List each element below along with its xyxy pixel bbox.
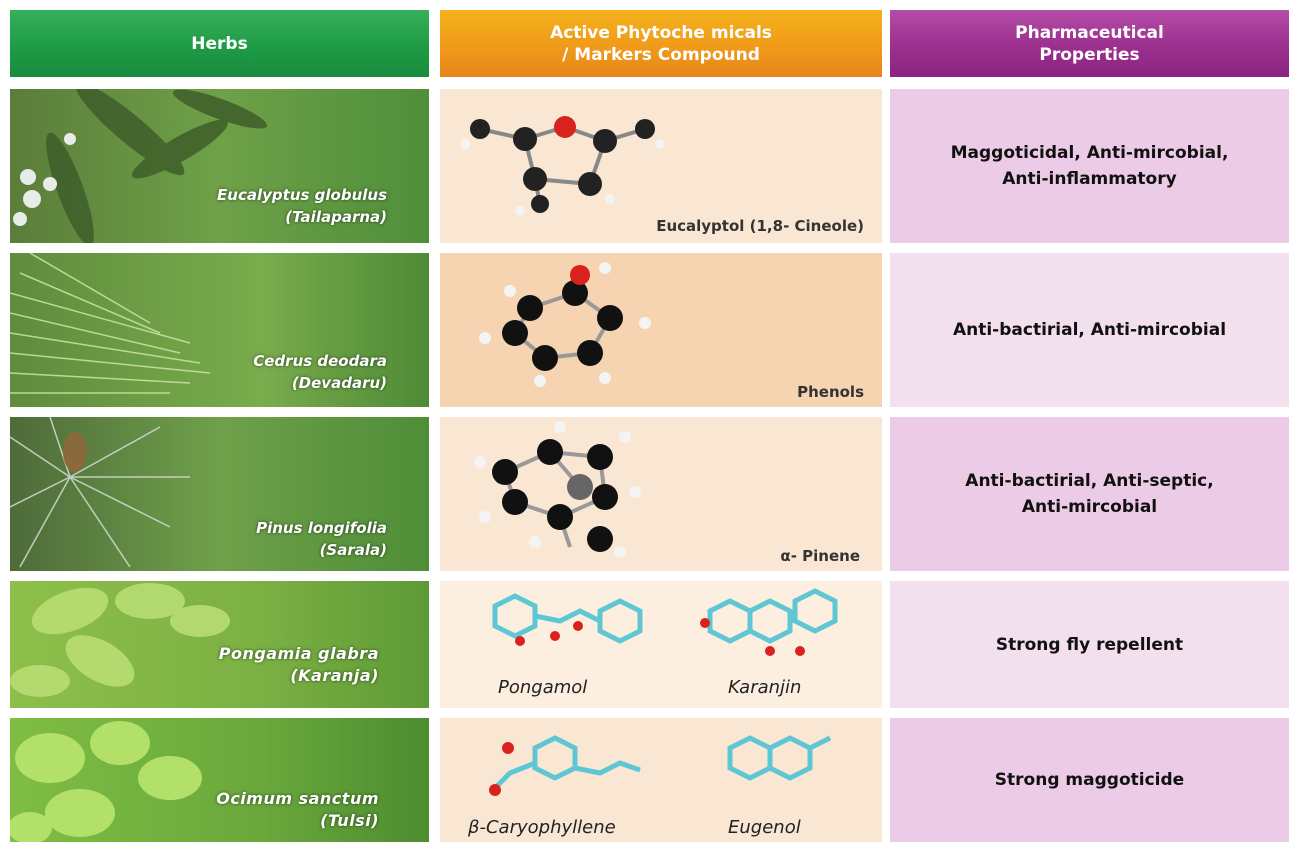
- compound-name-pongamol: Pongamol: [498, 677, 588, 698]
- properties-cell-ocimum: Strong maggoticide: [890, 718, 1289, 842]
- eugenol-molecule-image: [727, 735, 832, 781]
- compound-name: Phenols: [797, 383, 864, 401]
- herb-local-name: (Sarala): [319, 541, 387, 559]
- properties-line2: Anti-inflammatory: [1002, 169, 1177, 189]
- properties-cell-cedrus: Anti-bactirial, Anti-mircobial: [890, 253, 1289, 407]
- compound-cell-cedrus: Phenols: [440, 253, 882, 407]
- pongamol-molecule-image: [492, 593, 643, 646]
- pongamia-leaves-image: [10, 581, 429, 708]
- herb-local-name: (Devadaru): [291, 374, 387, 392]
- ocimum-leaves-image: [10, 718, 429, 842]
- header-herbs-label: Herbs: [191, 33, 248, 54]
- pinene-molecule-image: [474, 421, 641, 558]
- herb-latin-name: Eucalyptus globulus: [217, 186, 387, 204]
- header-compounds: Active Phytoche micals / Markers Compoun…: [440, 10, 882, 77]
- compound-cell-pongamia: Pongamol Karanjin: [440, 581, 882, 708]
- phenol-molecule-image: [479, 262, 651, 387]
- compound-cell-pinus: α- Pinene: [440, 417, 882, 571]
- properties-cell-eucalyptus: Maggoticidal, Anti-mircobial, Anti-infla…: [890, 89, 1289, 243]
- herb-latin-name: Ocimum sanctum: [216, 789, 379, 808]
- header-herbs: Herbs: [10, 10, 429, 77]
- properties-line2: Anti-mircobial: [1021, 497, 1158, 517]
- herb-local-name: (Tulsi): [320, 811, 379, 830]
- herb-local-name: (Tailaparna): [285, 208, 387, 226]
- herb-image-pongamia: Pongamia glabra (Karanja): [10, 581, 429, 708]
- herb-image-eucalyptus: Eucalyptus globulus (Tailaparna): [10, 89, 429, 243]
- herb-image-ocimum: Ocimum sanctum (Tulsi): [10, 718, 429, 842]
- compound-name-eugenol: Eugenol: [728, 817, 801, 838]
- compound-cell-eucalyptus: Eucalyptol (1,8- Cineole): [440, 89, 882, 243]
- header-properties-line1: Pharmaceutical: [1015, 22, 1164, 43]
- properties-cell-pongamia: Strong fly repellent: [890, 581, 1289, 708]
- properties-line1: Strong fly repellent: [995, 634, 1184, 655]
- cedrus-needles-image: [10, 253, 429, 407]
- compound-name-caryophyllene: β-Caryophyllene: [468, 817, 616, 838]
- herb-latin-name: Pinus longifolia: [256, 519, 387, 537]
- header-properties-line2: Properties: [1039, 44, 1140, 65]
- compound-name: α- Pinene: [780, 547, 860, 565]
- properties-cell-pinus: Anti-bactirial, Anti-septic, Anti-mircob…: [890, 417, 1289, 571]
- properties-line1: Strong maggoticide: [994, 770, 1185, 790]
- eucalyptol-molecule-image: [460, 116, 665, 216]
- caryophyllene-molecule-image: [489, 735, 641, 796]
- herb-image-pinus: Pinus longifolia (Sarala): [10, 417, 429, 571]
- compound-name: Eucalyptol (1,8- Cineole): [656, 217, 864, 235]
- properties-line1: Maggoticidal, Anti-mircobial,: [950, 143, 1229, 163]
- pinus-needles-image: [10, 417, 429, 571]
- header-compounds-line1: Active Phytoche micals: [550, 22, 772, 43]
- herb-latin-name: Pongamia glabra: [218, 644, 379, 663]
- herb-local-name: (Karanja): [290, 666, 379, 685]
- compound-name-karanjin: Karanjin: [728, 677, 802, 698]
- compound-cell-ocimum: β-Caryophyllene Eugenol: [440, 718, 882, 842]
- properties-line1: Anti-bactirial, Anti-septic,: [965, 471, 1214, 491]
- karanjin-molecule-image: [700, 588, 838, 656]
- header-compounds-line2: / Markers Compound: [562, 44, 760, 65]
- herb-image-cedrus: Cedrus deodara (Devadaru): [10, 253, 429, 407]
- herb-latin-name: Cedrus deodara: [253, 352, 387, 370]
- eucalyptus-leaves-image: [10, 89, 429, 243]
- properties-line1: Anti-bactirial, Anti-mircobial: [952, 320, 1227, 340]
- header-properties: Pharmaceutical Properties: [890, 10, 1289, 77]
